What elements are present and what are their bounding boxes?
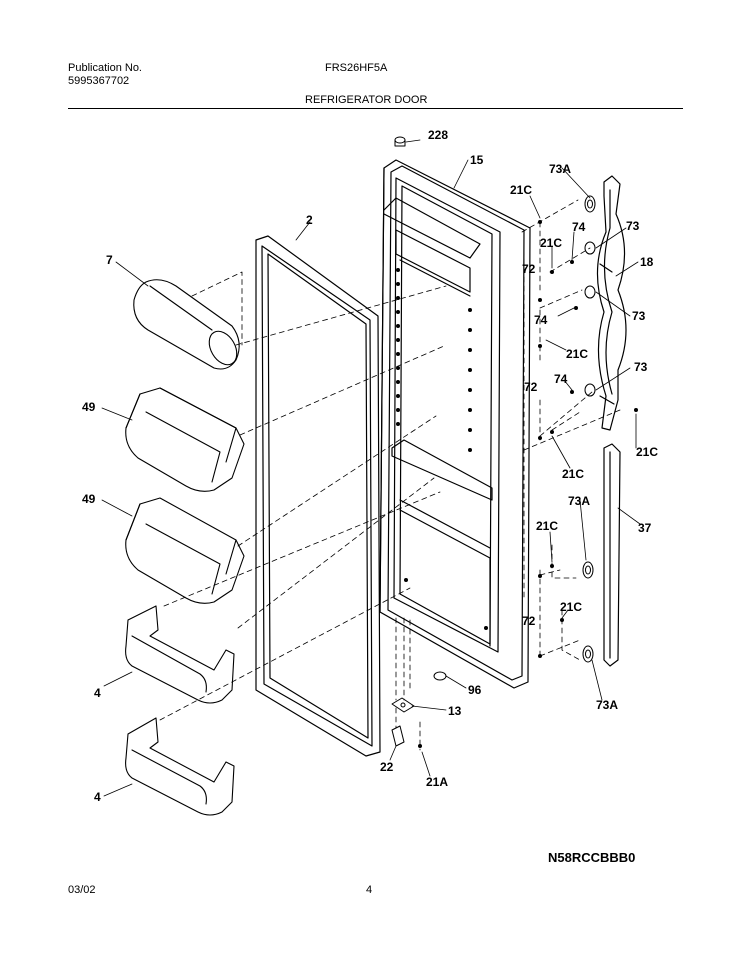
page-number: 4: [366, 884, 373, 896]
callout-37: 37: [638, 521, 652, 535]
callout-73-b: 73: [632, 309, 646, 323]
hinge-caps: [582, 195, 596, 663]
publication-number: 5995367702: [68, 75, 130, 87]
callout-72-b: 72: [524, 380, 538, 394]
publication-label: Publication No.: [68, 62, 142, 74]
callout-18: 18: [640, 255, 654, 269]
diagram-code: N58RCCBBB0: [548, 850, 636, 865]
handle-trim-37: [603, 443, 621, 667]
section-title: REFRIGERATOR DOOR: [305, 94, 428, 106]
callout-21A: 21A: [426, 775, 448, 789]
callout-22: 22: [380, 760, 394, 774]
callout-74-a: 74: [572, 220, 586, 234]
door-liner: [379, 159, 531, 689]
bottom-hinge-parts: [391, 136, 447, 747]
callout-7: 7: [106, 253, 113, 267]
callout-21C-b: 21C: [540, 236, 562, 250]
callout-49-b: 49: [82, 492, 96, 506]
callout-73-a: 73: [626, 219, 640, 233]
door-gasket: [255, 235, 381, 757]
callout-labels: 228 15 73A 21C 74 73 2 21C 7 72 18 74 73…: [82, 128, 658, 804]
callout-228: 228: [428, 128, 448, 142]
callout-73A-mid: 73A: [568, 494, 590, 508]
callout-72-a: 72: [522, 262, 536, 276]
leader-lines: [101, 139, 641, 797]
callout-73A-bot: 73A: [596, 698, 618, 712]
handle-trim-18: [596, 175, 627, 431]
door-shelf-4-upper: [125, 605, 235, 704]
callout-73A-top: 73A: [549, 162, 571, 176]
door-bin-49-upper: [125, 387, 245, 492]
model-number: FRS26HF5A: [325, 62, 388, 74]
callout-74-c: 74: [554, 372, 568, 386]
footer-date: 03/02: [68, 884, 96, 896]
callout-72-c: 72: [522, 614, 536, 628]
projection-lines: [159, 199, 621, 751]
door-shelf-studs: [396, 268, 488, 630]
callout-2: 2: [306, 213, 313, 227]
callout-21C-a: 21C: [510, 183, 532, 197]
callout-15: 15: [470, 153, 484, 167]
callout-4-b: 4: [94, 790, 101, 804]
dairy-compartment: [133, 279, 240, 370]
callout-96: 96: [468, 683, 482, 697]
callout-49-a: 49: [82, 400, 96, 414]
door-bin-49-lower: [125, 497, 245, 604]
callout-21C-g: 21C: [560, 600, 582, 614]
callout-74-b: 74: [534, 313, 548, 327]
header-rule: [68, 108, 683, 109]
callout-13: 13: [448, 704, 462, 718]
callout-21C-e: 21C: [562, 467, 584, 481]
callout-21C-d: 21C: [636, 445, 658, 459]
callout-73-c: 73: [634, 360, 648, 374]
door-shelf-4-lower: [125, 717, 235, 816]
callout-21C-c: 21C: [566, 347, 588, 361]
callout-4-a: 4: [94, 686, 101, 700]
callout-21C-f: 21C: [536, 519, 558, 533]
screws: [418, 220, 638, 748]
